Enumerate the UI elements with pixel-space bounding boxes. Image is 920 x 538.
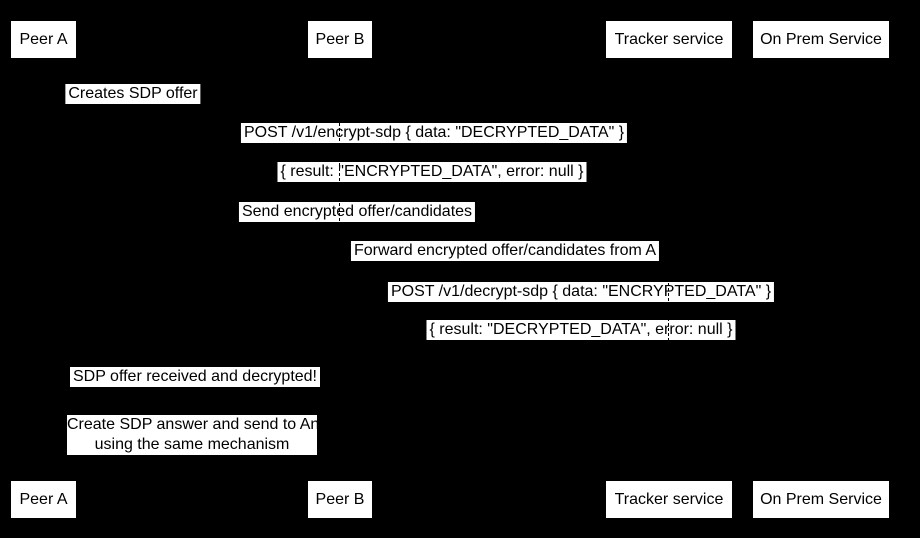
note-create-sdp-answer: Create SDP answer and send to An using t… [67,415,320,455]
message-label-encrypt-result: { result: "ENCRYPTED_DATA", error: null … [277,162,587,182]
arrow-encrypt-result [43,191,821,192]
arrow-forward-encrypted [339,270,669,271]
arrow-decrypt-result [339,349,821,350]
actor-box-onprem-bottom: On Prem Service [753,481,889,518]
arrow-offer-received [43,396,340,397]
actor-box-peer-b-top: Peer B [308,21,372,58]
actor-box-peer-b-bottom: Peer B [308,481,372,518]
lifeline-peer-b [339,58,340,481]
message-label-forward-encrypted: Forward encrypted offer/candidates from … [350,241,660,261]
message-label-creates-offer: Creates SDP offer [65,84,201,104]
actor-box-peer-a-bottom: Peer A [11,481,76,518]
actor-box-tracker-top: Tracker service [606,21,732,58]
actor-box-peer-a-top: Peer A [11,21,76,58]
actor-box-onprem-top: On Prem Service [753,21,889,58]
message-label-decrypt-result: { result: "DECRYPTED_DATA", error: null … [426,320,736,340]
note-line-2: using the same mechanism [94,436,290,453]
message-label-offer-received: SDP offer received and decrypted! [70,367,320,387]
message-label-send-encrypted: Send encrypted offer/candidates [238,202,476,222]
lifeline-onprem [820,58,821,481]
actor-box-tracker-bottom: Tracker service [606,481,732,518]
lifeline-tracker [668,58,669,481]
lifeline-peer-a [43,58,44,481]
message-label-post-decrypt-sdp: POST /v1/decrypt-sdp { data: "ENCRYPTED_… [387,282,775,302]
arrow-self-creates-offer [43,113,73,114]
note-line-1: Create SDP answer and send to An [67,416,320,433]
arrow-post-decrypt-sdp [339,311,821,312]
arrow-post-encrypt-sdp [43,152,821,153]
message-label-post-encrypt-sdp: POST /v1/encrypt-sdp { data: "DECRYPTED_… [240,123,628,143]
arrow-send-encrypted [43,231,669,232]
